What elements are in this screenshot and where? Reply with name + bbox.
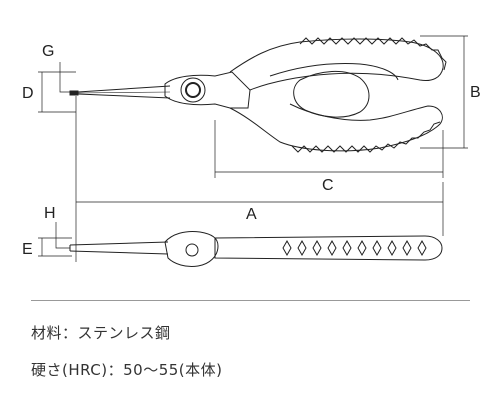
label-b: B — [470, 84, 481, 101]
upper-grip-teeth — [299, 37, 447, 71]
side-jaw-upper — [69, 241, 169, 246]
label-h: H — [44, 205, 56, 222]
spec-material: 材料：ステンレス鋼 — [31, 324, 171, 342]
side-handle — [214, 235, 443, 261]
side-joint — [164, 231, 219, 267]
joint-body — [164, 71, 251, 109]
upper-handle-inner — [269, 63, 399, 81]
jaw-center — [77, 91, 171, 94]
pivot-inner — [185, 82, 201, 98]
dim-g-leader — [59, 62, 72, 93]
side-jaw-lower — [69, 250, 169, 255]
divider — [31, 300, 470, 301]
label-d: D — [22, 85, 34, 102]
label-c: C — [322, 177, 334, 194]
dim-h-leader — [55, 222, 70, 249]
label-g: G — [42, 43, 54, 60]
lower-grip-teeth — [291, 121, 441, 153]
lower-handle-outline — [229, 103, 443, 152]
spec-hardness: 硬さ(HRC)：50〜55(本体) — [31, 361, 223, 379]
side-grip-diamonds — [282, 239, 427, 257]
upper-handle-outline — [229, 38, 444, 91]
technical-drawing: G D B C A H E — [22, 35, 481, 267]
jaw-tip — [69, 90, 79, 96]
side-pivot — [185, 243, 199, 257]
handle-loop — [293, 70, 370, 118]
label-a: A — [246, 206, 257, 223]
jaw-upper — [77, 85, 171, 93]
label-e: E — [22, 241, 33, 258]
jaw-lower — [77, 93, 171, 99]
pivot-outer — [180, 77, 206, 103]
